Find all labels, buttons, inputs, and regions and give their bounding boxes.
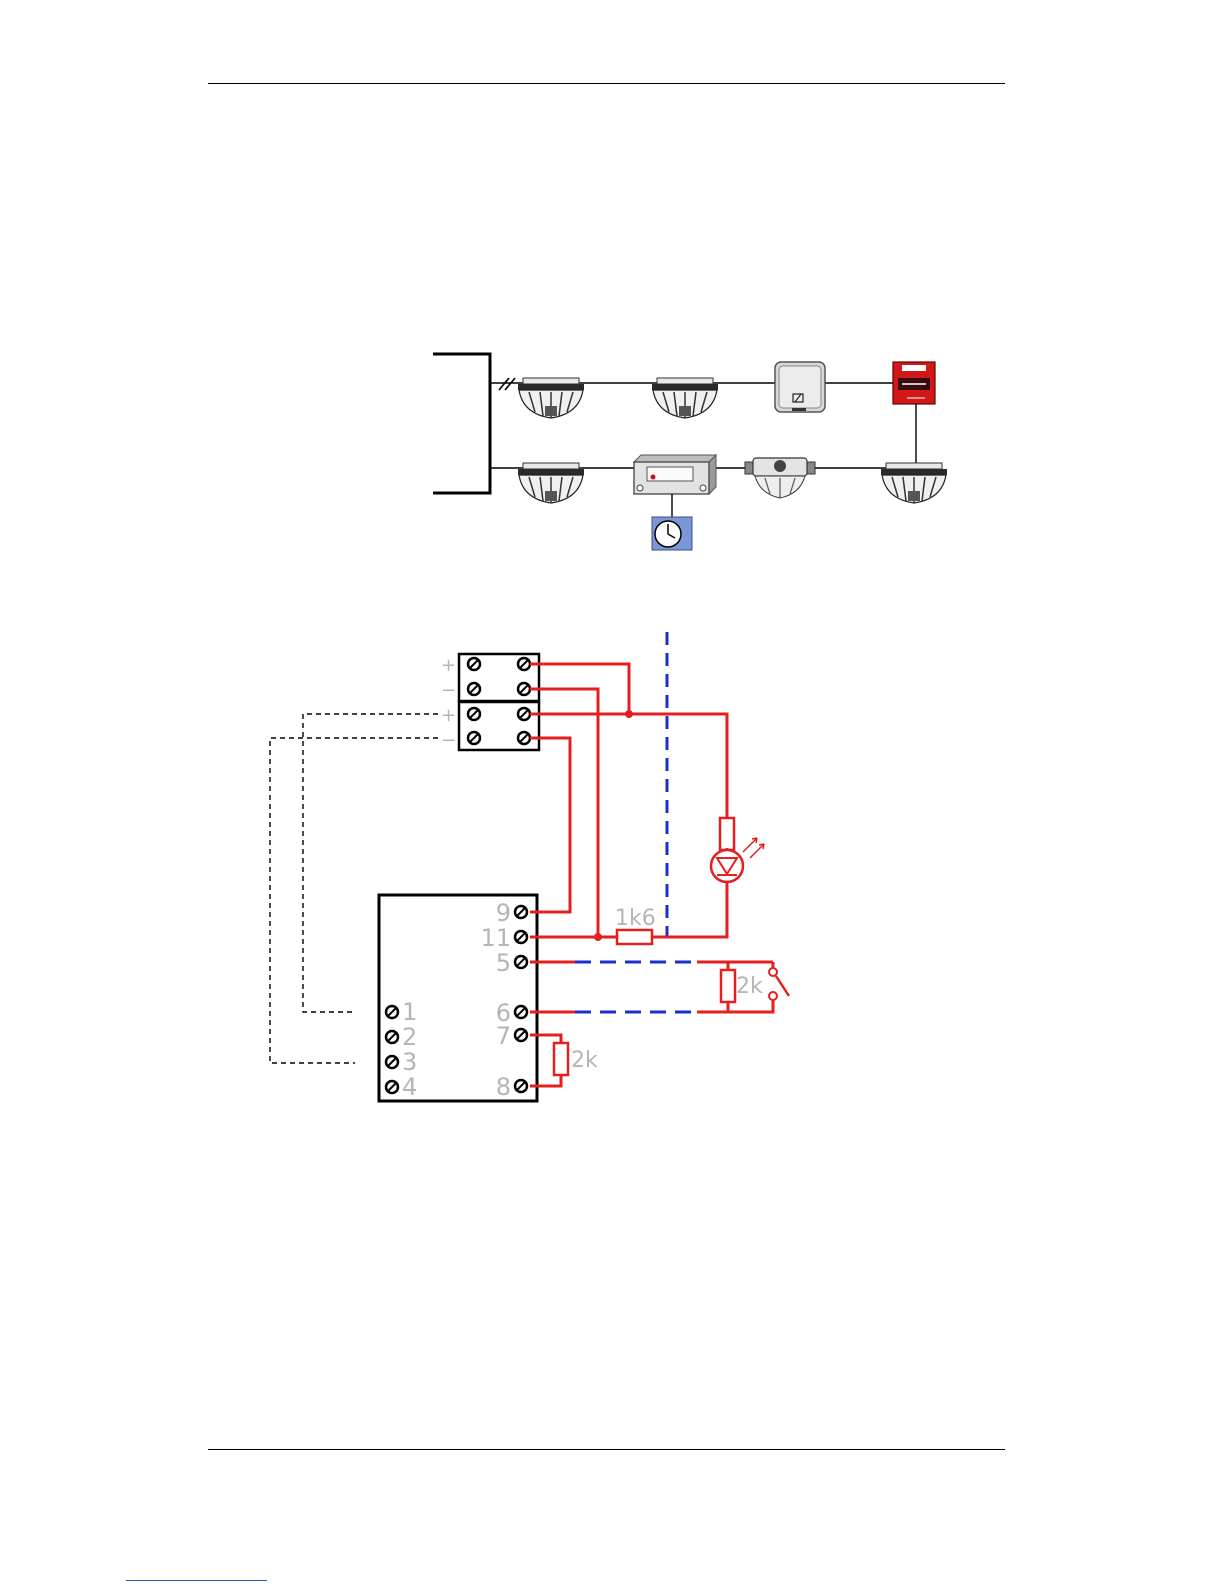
plus-label: + bbox=[441, 655, 456, 676]
terminal-label-3: 3 bbox=[402, 1048, 417, 1076]
terminal-label-1: 1 bbox=[402, 998, 417, 1026]
resistor-2k-input bbox=[721, 970, 735, 1002]
footer-rule bbox=[208, 1449, 1005, 1450]
terminal-label-8: 8 bbox=[496, 1073, 511, 1101]
switch-contact-icon bbox=[769, 962, 789, 1000]
plus-label: + bbox=[441, 705, 456, 726]
minus-label: − bbox=[441, 680, 456, 701]
terminal-label-5: 5 bbox=[496, 949, 511, 977]
resistor-1k6 bbox=[617, 930, 652, 944]
footer-link[interactable] bbox=[126, 1580, 267, 1581]
terminal-label-2: 2 bbox=[402, 1023, 417, 1051]
terminal-label-11: 11 bbox=[480, 924, 511, 952]
resistor-2k-module bbox=[554, 1043, 568, 1075]
minus-label: − bbox=[441, 730, 456, 751]
led-resistor bbox=[720, 818, 734, 850]
resistor-2k-module-label: 2k bbox=[571, 1048, 598, 1073]
terminal-label-9: 9 bbox=[496, 899, 511, 927]
terminal-label-4: 4 bbox=[402, 1073, 417, 1101]
terminal-label-7: 7 bbox=[496, 1022, 511, 1050]
resistor-2k-input-label: 2k bbox=[736, 974, 763, 999]
resistor-1k6-label: 1k6 bbox=[615, 906, 656, 931]
